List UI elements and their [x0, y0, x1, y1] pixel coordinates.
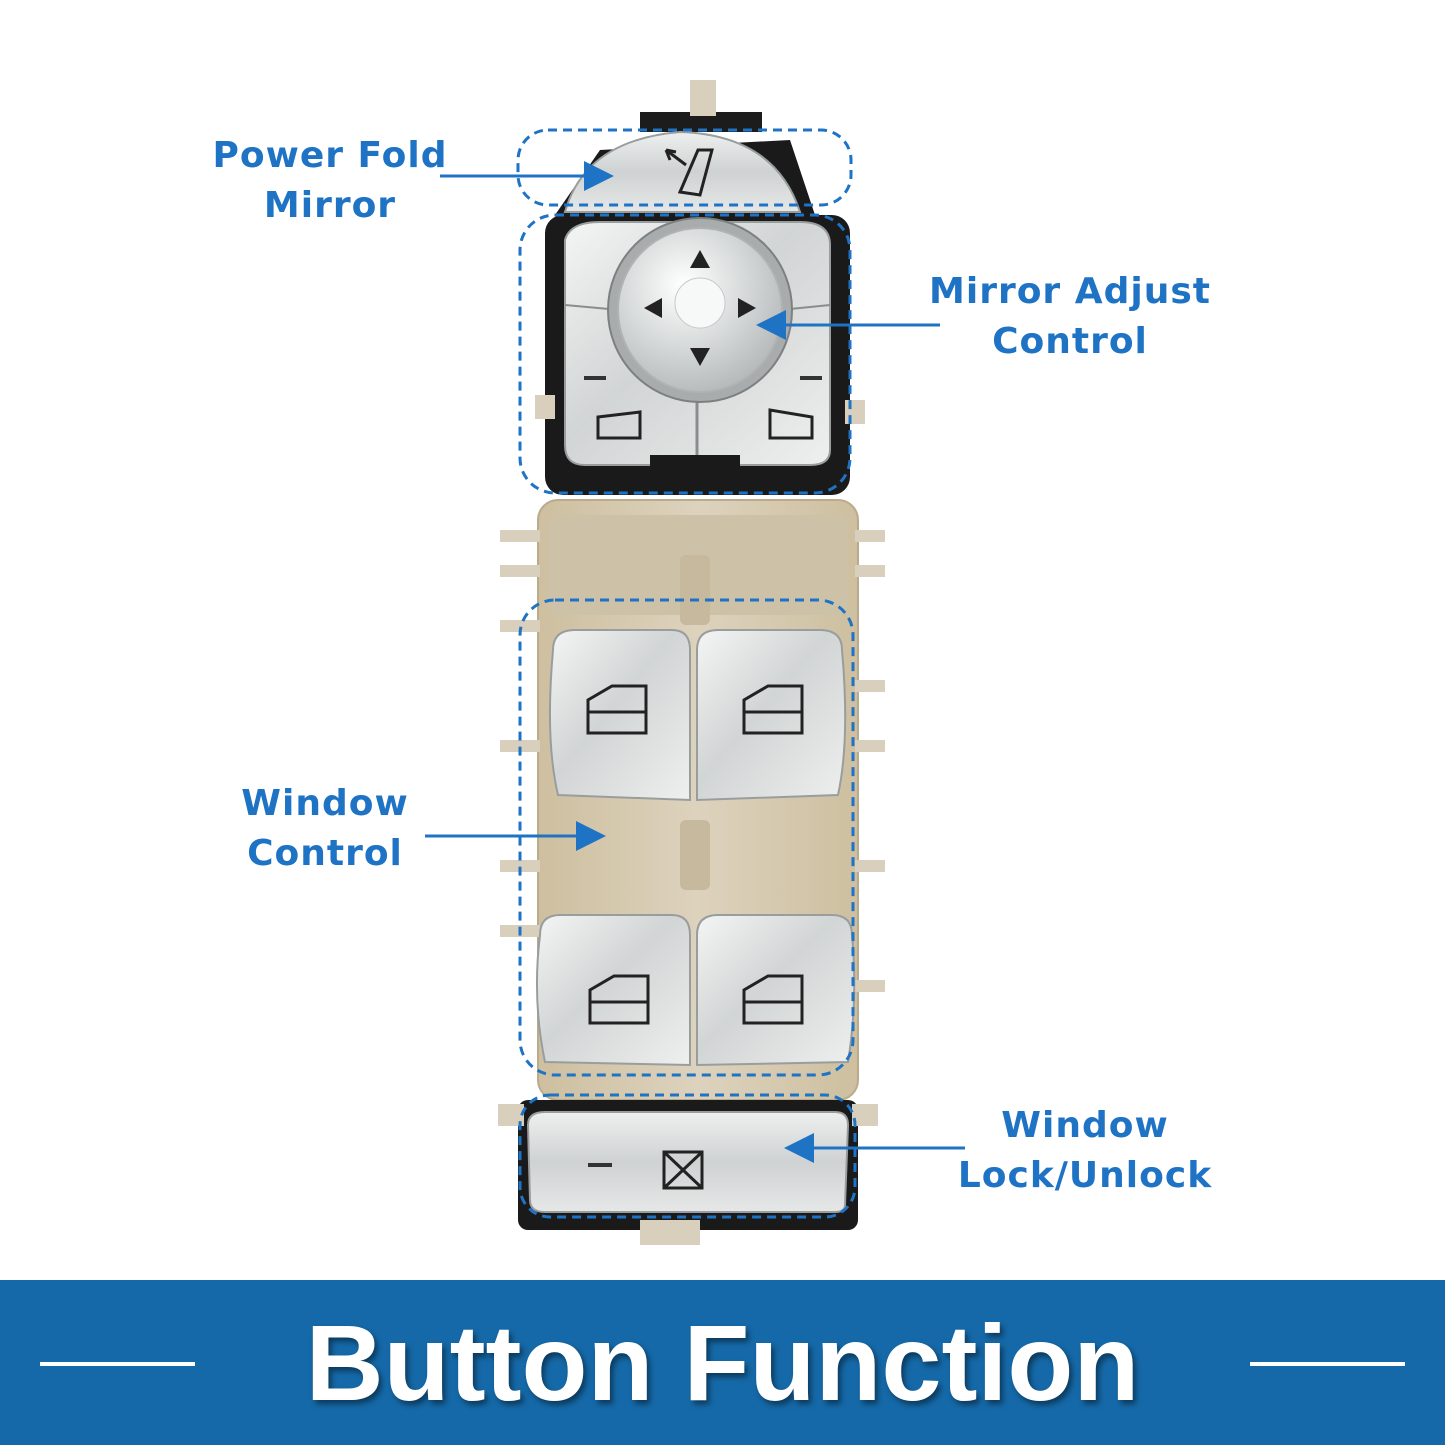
mirror-adjust-block	[535, 215, 865, 495]
left-mirror-icon[interactable]	[596, 410, 642, 440]
label-window-control-line1: Window	[241, 783, 409, 824]
window-icon	[742, 684, 804, 735]
label-window-control: Window Control	[210, 779, 440, 879]
power-fold-mirror-button[interactable]	[563, 130, 802, 213]
outline-power-fold-mirror	[516, 128, 853, 207]
title-banner: Button Function	[0, 1280, 1445, 1445]
mirror-adjust-joystick[interactable]	[607, 217, 793, 403]
label-window-lock-unlock-line1: Window	[1001, 1105, 1169, 1146]
right-mirror-icon[interactable]	[768, 408, 814, 440]
banner-title: Button Function	[305, 1302, 1140, 1423]
window-icon	[586, 684, 648, 735]
banner-line-right	[1250, 1362, 1405, 1366]
arrow-down-icon	[690, 348, 710, 366]
arrow-up-icon	[690, 250, 710, 268]
label-window-lock-unlock: Window Lock/Unlock	[940, 1101, 1230, 1201]
label-power-fold-mirror-line1: Power Fold	[212, 135, 448, 176]
window-button-front-right[interactable]	[696, 629, 847, 802]
label-mirror-adjust-control-line1: Mirror Adjust	[929, 271, 1211, 312]
window-button-rear-left[interactable]	[535, 914, 691, 1067]
outline-mirror-adjust	[518, 213, 852, 495]
window-icon	[588, 974, 650, 1025]
window-button-front-left[interactable]	[548, 629, 691, 802]
label-power-fold-mirror: Power Fold Mirror	[205, 131, 455, 231]
fold-mirror-icon	[664, 148, 714, 197]
label-mirror-adjust-control: Mirror Adjust Control	[915, 267, 1225, 367]
window-lock-icon	[662, 1150, 704, 1190]
banner-line-left	[40, 1362, 195, 1366]
window-button-rear-right[interactable]	[696, 914, 856, 1067]
label-power-fold-mirror-line2: Mirror	[263, 185, 397, 226]
arrow-right-icon	[738, 298, 756, 318]
callout-arrows	[425, 161, 965, 1163]
outline-window-lock	[518, 1093, 857, 1219]
window-icon	[742, 974, 804, 1025]
label-mirror-adjust-control-line2: Control	[992, 321, 1148, 362]
label-window-lock-unlock-line2: Lock/Unlock	[957, 1155, 1213, 1196]
window-lock-button[interactable]	[526, 1111, 850, 1213]
label-window-control-line2: Control	[247, 833, 403, 874]
arrow-left-icon	[644, 298, 662, 318]
